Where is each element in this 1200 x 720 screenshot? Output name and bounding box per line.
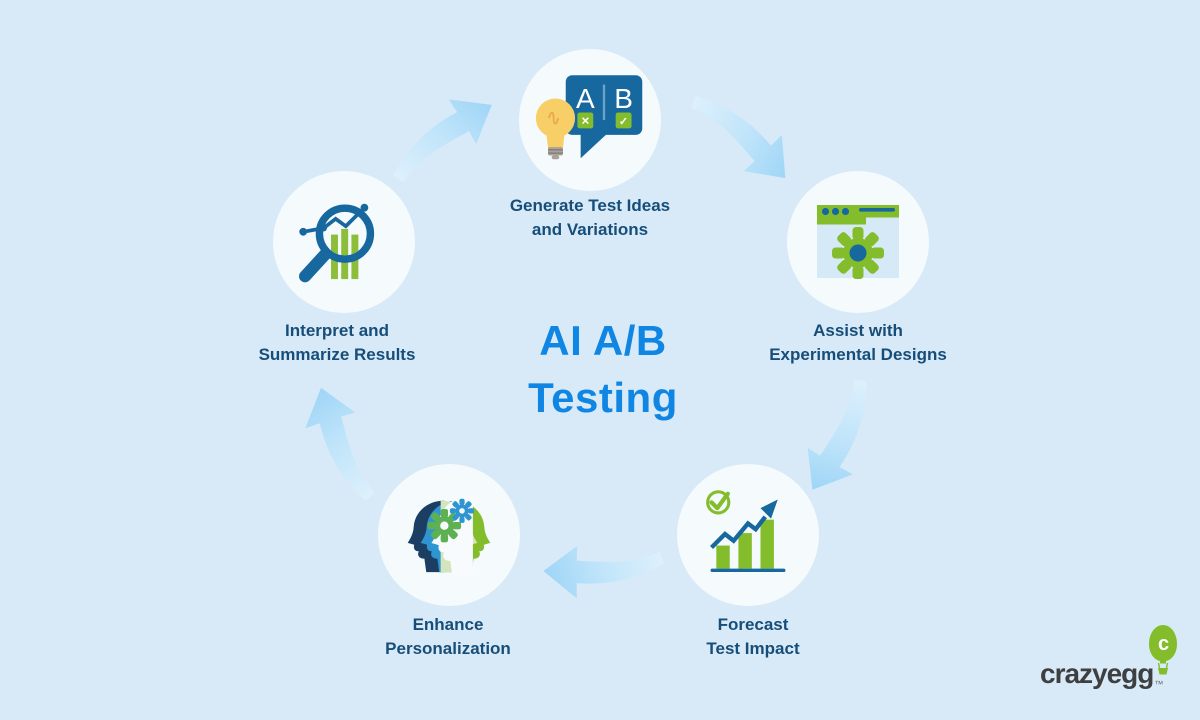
magnifier-bar-chart-icon: [299, 203, 375, 283]
trademark-symbol: ™: [1154, 679, 1164, 689]
flow-arrow-right-to-bottomright: [807, 379, 867, 490]
label-enhance-personalization: Enhance Personalization: [298, 613, 598, 661]
label-line: Interpret and: [285, 321, 389, 340]
flow-arrow-top-to-right: [691, 96, 786, 179]
label-line: Test Impact: [706, 639, 800, 658]
label-line: and Variations: [531, 220, 649, 239]
growth-chart-check-icon: [706, 490, 786, 573]
label-line: Generate Test Ideas: [509, 196, 671, 215]
lightbulb-icon: [535, 98, 576, 160]
gear-icon-green: [427, 509, 462, 543]
label-line: Forecast: [717, 615, 789, 634]
variant-a-letter: A: [576, 83, 595, 114]
gear-icon: [832, 227, 884, 279]
page-title: AI A/B Testing: [453, 312, 753, 426]
crazyegg-balloon-icon: c: [1149, 625, 1177, 675]
flow-arrow-bottomright-to-bottomleft: [543, 545, 665, 599]
accept-check-mark: ✓: [619, 116, 628, 128]
lightbulb-ab-bubble-icon: A B ✕ ✓: [535, 75, 643, 160]
logo-wordmark-text: crazyegg: [1040, 658, 1154, 689]
crazyegg-logo: c crazyegg™: [1040, 624, 1192, 698]
label-line: Experimental Designs: [769, 345, 947, 364]
label-forecast-test-impact: Forecast Test Impact: [603, 613, 903, 661]
label-generate-test-ideas: Generate Test Ideas and Variations: [440, 194, 740, 242]
node-interpret-summarize-results: [273, 171, 415, 313]
label-line: Assist with: [813, 321, 903, 340]
label-line: Personalization: [385, 639, 511, 658]
title-line-2: Testing: [528, 374, 678, 421]
node-generate-test-ideas: A B ✕ ✓: [519, 49, 661, 191]
variant-b-letter: B: [614, 83, 633, 114]
label-line: Enhance: [412, 615, 484, 634]
reject-x-mark: ✕: [581, 117, 590, 128]
flow-arrow-bottomleft-to-left: [305, 387, 375, 501]
node-assist-experimental-designs: [787, 171, 929, 313]
profile-heads-gears-icon: [407, 495, 491, 577]
label-interpret-summarize-results: Interpret and Summarize Results: [187, 319, 487, 367]
gear-icon-blue: [449, 498, 475, 523]
browser-gear-icon: [817, 205, 899, 279]
node-forecast-test-impact: [677, 464, 819, 606]
flow-arrow-left-to-top: [393, 99, 492, 183]
label-line: Summarize Results: [258, 345, 416, 364]
balloon-letter: c: [1158, 633, 1169, 655]
node-enhance-personalization: [378, 464, 520, 606]
label-assist-experimental-designs: Assist with Experimental Designs: [708, 319, 1008, 367]
logo-wordmark: crazyegg™: [1040, 658, 1164, 690]
title-line-1: AI A/B: [539, 317, 667, 364]
